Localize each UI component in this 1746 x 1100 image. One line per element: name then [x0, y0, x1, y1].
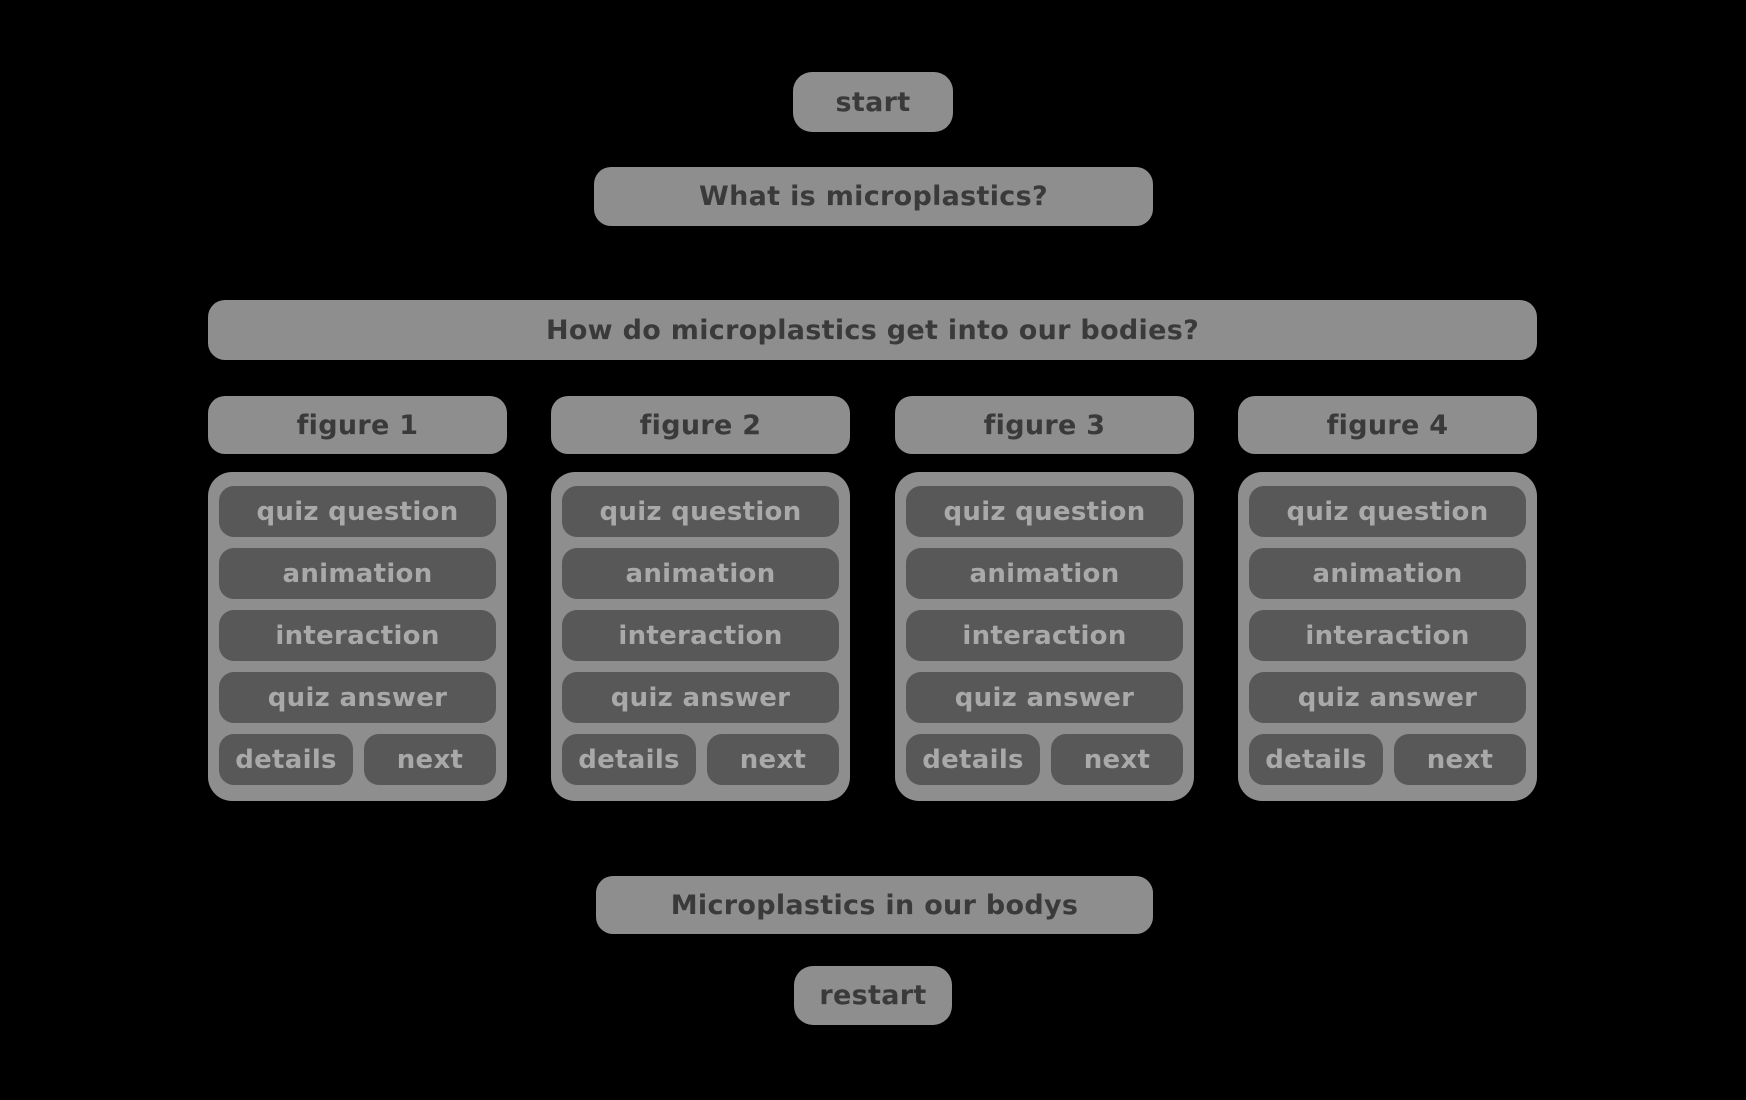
figure-1-header[interactable]: figure 1: [208, 396, 507, 454]
start-node[interactable]: start: [793, 72, 953, 132]
figure-4-quiz-answer-button[interactable]: quiz answer: [1249, 672, 1526, 723]
figure-4-quiz-question-button[interactable]: quiz question: [1249, 486, 1526, 537]
figure-1-button-row: details next: [219, 734, 496, 785]
figure-1-quiz-question-button[interactable]: quiz question: [219, 486, 496, 537]
figure-4-details-button[interactable]: details: [1249, 734, 1383, 785]
figure-2-interaction-button[interactable]: interaction: [562, 610, 839, 661]
figure-2-details-button[interactable]: details: [562, 734, 696, 785]
figure-3-quiz-answer-button[interactable]: quiz answer: [906, 672, 1183, 723]
what-is-microplastics-node[interactable]: What is microplastics?: [594, 167, 1153, 226]
figure-2-group: quiz question animation interaction quiz…: [551, 472, 850, 801]
figure-3-next-button[interactable]: next: [1051, 734, 1183, 785]
figure-3-group: quiz question animation interaction quiz…: [895, 472, 1194, 801]
figure-4-group: quiz question animation interaction quiz…: [1238, 472, 1537, 801]
figure-4-button-row: details next: [1249, 734, 1526, 785]
how-do-microplastics-node[interactable]: How do microplastics get into our bodies…: [208, 300, 1537, 360]
figure-1-interaction-button[interactable]: interaction: [219, 610, 496, 661]
figure-1-animation-button[interactable]: animation: [219, 548, 496, 599]
figure-3-button-row: details next: [906, 734, 1183, 785]
figure-4-interaction-button[interactable]: interaction: [1249, 610, 1526, 661]
figure-2-quiz-answer-button[interactable]: quiz answer: [562, 672, 839, 723]
figure-1-quiz-answer-button[interactable]: quiz answer: [219, 672, 496, 723]
figure-1-next-button[interactable]: next: [364, 734, 496, 785]
figure-2-animation-button[interactable]: animation: [562, 548, 839, 599]
figure-3-animation-button[interactable]: animation: [906, 548, 1183, 599]
figure-4-header[interactable]: figure 4: [1238, 396, 1537, 454]
figure-2-next-button[interactable]: next: [707, 734, 839, 785]
figure-4-animation-button[interactable]: animation: [1249, 548, 1526, 599]
figure-3-quiz-question-button[interactable]: quiz question: [906, 486, 1183, 537]
figure-3-interaction-button[interactable]: interaction: [906, 610, 1183, 661]
figure-2-quiz-question-button[interactable]: quiz question: [562, 486, 839, 537]
figure-4-next-button[interactable]: next: [1394, 734, 1526, 785]
figure-3-details-button[interactable]: details: [906, 734, 1040, 785]
figure-1-group: quiz question animation interaction quiz…: [208, 472, 507, 801]
figure-2-button-row: details next: [562, 734, 839, 785]
figure-1-details-button[interactable]: details: [219, 734, 353, 785]
figure-3-header[interactable]: figure 3: [895, 396, 1194, 454]
microplastics-in-our-bodys-node[interactable]: Microplastics in our bodys: [596, 876, 1153, 934]
restart-node[interactable]: restart: [794, 966, 952, 1025]
figure-2-header[interactable]: figure 2: [551, 396, 850, 454]
